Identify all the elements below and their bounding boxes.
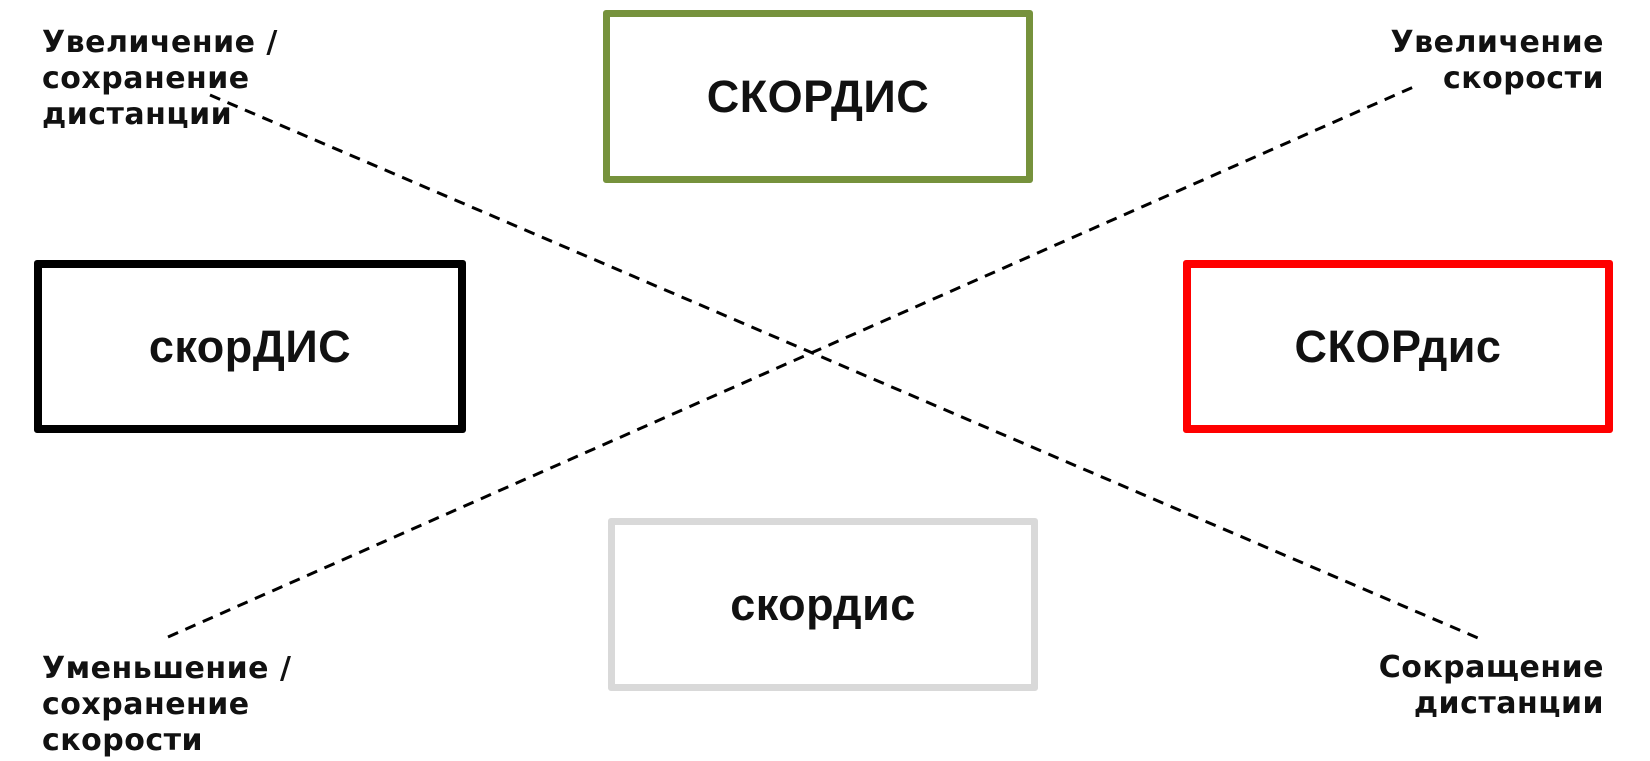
bottom-left-label-line: скорости bbox=[42, 723, 204, 758]
bottom-left-label: Уменьшение / сохранение скорости bbox=[42, 651, 291, 759]
top-left-label-line: сохранение bbox=[42, 61, 250, 96]
top-right-label-line: скорости bbox=[1442, 61, 1604, 96]
top-right-label: Увеличение скорости bbox=[1391, 25, 1605, 97]
box-top: СКОРДИС bbox=[603, 10, 1033, 183]
box-right: СКОРдис bbox=[1183, 260, 1613, 433]
top-left-label-line: дистанции bbox=[42, 97, 233, 132]
box-bottom: скордис bbox=[608, 518, 1038, 691]
box-bottom-label: скордис bbox=[730, 578, 916, 630]
bottom-right-label: Сокращение дистанции bbox=[1379, 650, 1604, 722]
top-right-label-line: Увеличение bbox=[1390, 25, 1604, 60]
bottom-left-label-line: сохранение bbox=[42, 687, 250, 722]
bottom-left-label-line: Уменьшение / bbox=[42, 651, 292, 686]
top-left-label: Увеличение / сохранение дистанции bbox=[42, 25, 278, 133]
box-top-label: СКОРДИС bbox=[706, 70, 930, 122]
box-left: скорДИС bbox=[34, 260, 466, 433]
box-right-label: СКОРдис bbox=[1294, 320, 1502, 372]
bottom-right-label-line: дистанции bbox=[1413, 686, 1604, 721]
distance-axis-line bbox=[209, 93, 1479, 640]
bottom-right-label-line: Сокращение bbox=[1378, 650, 1604, 685]
top-left-label-line: Увеличение / bbox=[42, 25, 278, 60]
box-left-label: скорДИС bbox=[148, 320, 352, 372]
